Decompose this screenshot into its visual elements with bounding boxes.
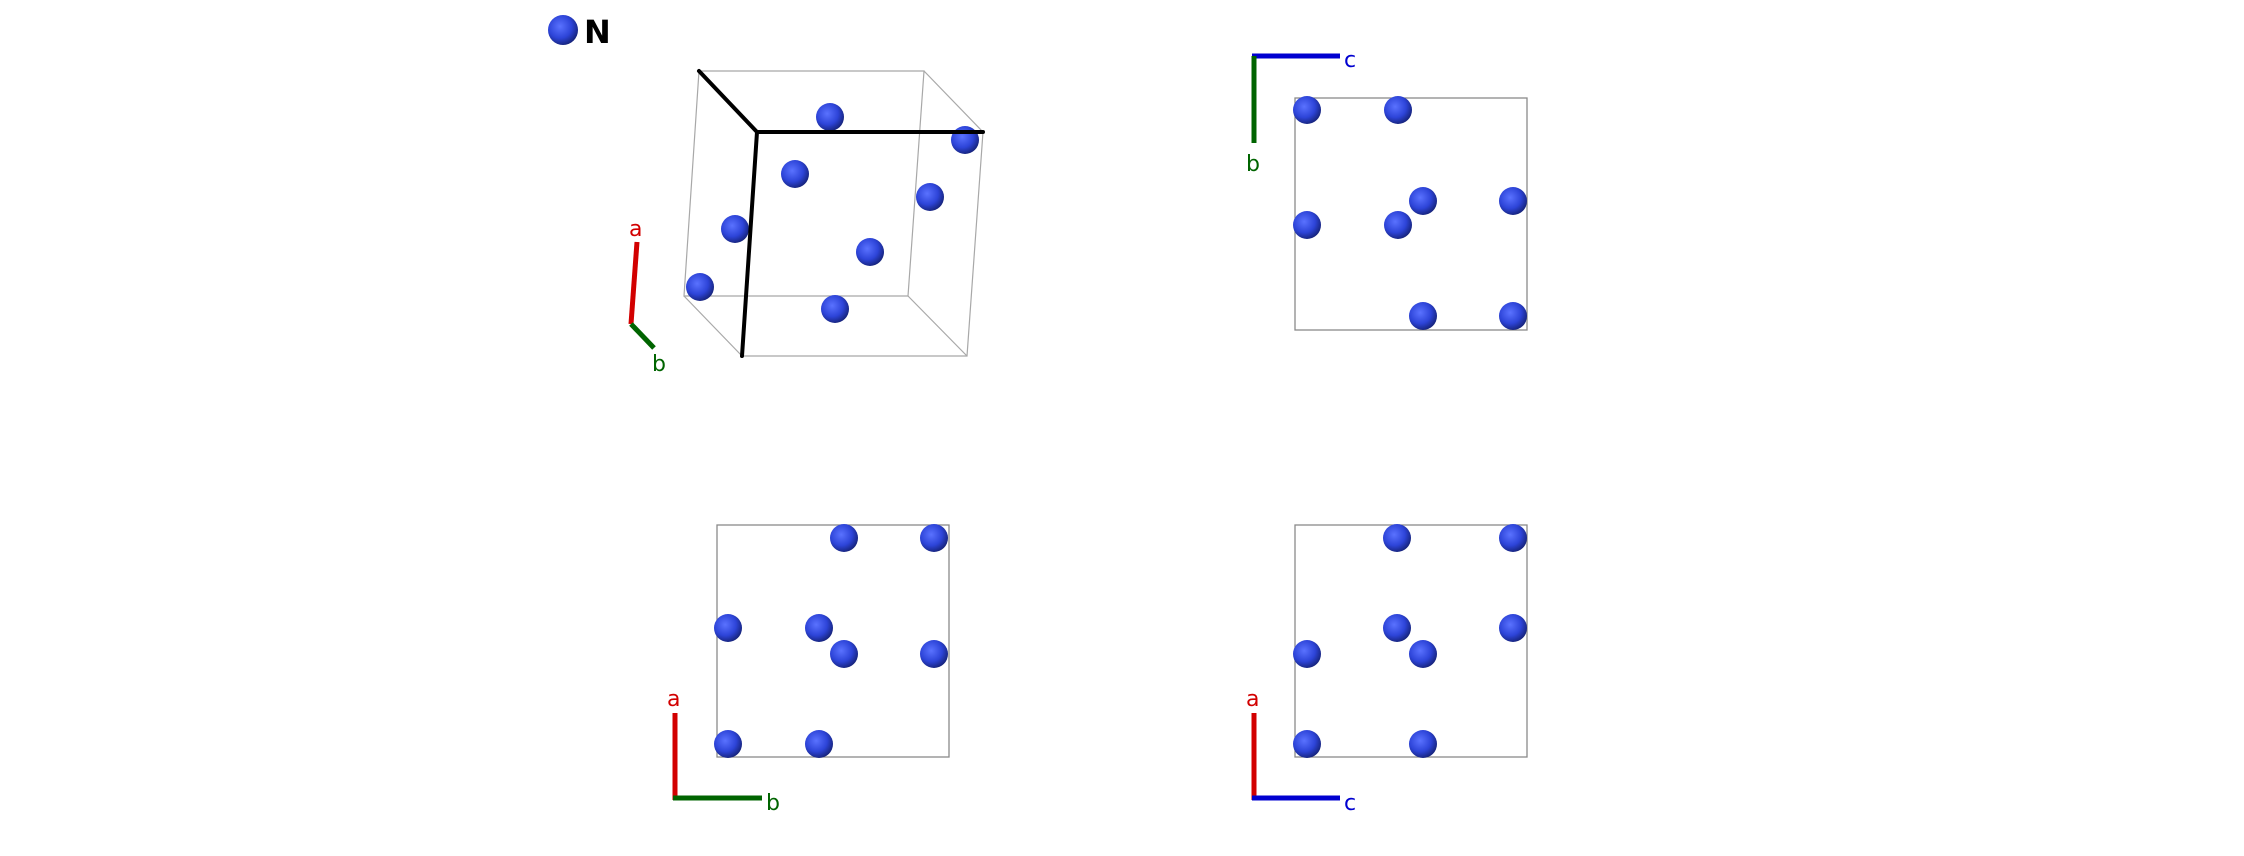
axis-c-label: c [1344,48,1356,73]
nitrogen-atom [830,640,858,668]
axis-indicator: a c [1246,687,1356,816]
unit-cell [683,70,984,357]
unit-cell-origin-edges [697,69,985,358]
unit-cell [1294,97,1528,331]
panel-view-ac: a c [1246,524,1528,816]
nitrogen-atom [1499,614,1527,642]
axis-b-label: b [1246,152,1260,177]
axis-indicator: a b [628,217,666,377]
panel-view-ab: a b [667,524,950,816]
nitrogen-atom [805,730,833,758]
unit-cell [716,524,950,758]
axis-a-label: a [667,687,680,712]
panel-view-bc: c b [1246,48,1528,331]
panel-perspective: a b [628,69,985,377]
axis-indicator: c b [1246,48,1356,177]
nitrogen-atom [1293,640,1321,668]
nitrogen-atom [1384,211,1412,239]
nitrogen-atom [920,524,948,552]
nitrogen-atom [805,614,833,642]
nitrogen-atom [781,160,809,188]
nitrogen-atom [916,183,944,211]
axis-a-label: a [629,217,642,242]
nitrogen-atom [1384,96,1412,124]
axis-b-label: b [766,791,780,816]
nitrogen-atom [1499,302,1527,330]
legend-atom-icon [548,15,578,45]
nitrogen-atom [1293,730,1321,758]
nitrogen-atom [714,730,742,758]
nitrogen-atom [714,614,742,642]
nitrogen-atom [856,238,884,266]
nitrogen-atom [1383,614,1411,642]
nitrogen-atom [1409,730,1437,758]
nitrogen-atom [1383,524,1411,552]
nitrogen-atom [821,295,849,323]
nitrogen-atom [1499,524,1527,552]
axis-a-label: a [1246,687,1259,712]
nitrogen-atom [1409,187,1437,215]
nitrogen-atom [686,273,714,301]
nitrogen-atom [721,215,749,243]
axis-c-label: c [1344,791,1356,816]
atoms-group [1293,96,1527,330]
axis-b-line [629,322,656,350]
nitrogen-atom [1293,211,1321,239]
atoms-group [1293,524,1527,758]
axis-indicator: a b [667,687,780,816]
nitrogen-atom [1409,302,1437,330]
atoms-group [714,524,948,758]
nitrogen-atom [816,103,844,131]
unit-cell [1294,524,1528,758]
legend-element-label: N [584,13,611,51]
nitrogen-atom [920,640,948,668]
nitrogen-atom [1409,640,1437,668]
legend: N [548,13,611,51]
axis-b-label: b [652,352,666,377]
nitrogen-atom [1499,187,1527,215]
axis-a-line [628,241,640,325]
atoms-group [686,103,979,323]
nitrogen-atom [830,524,858,552]
nitrogen-atom [1293,96,1321,124]
